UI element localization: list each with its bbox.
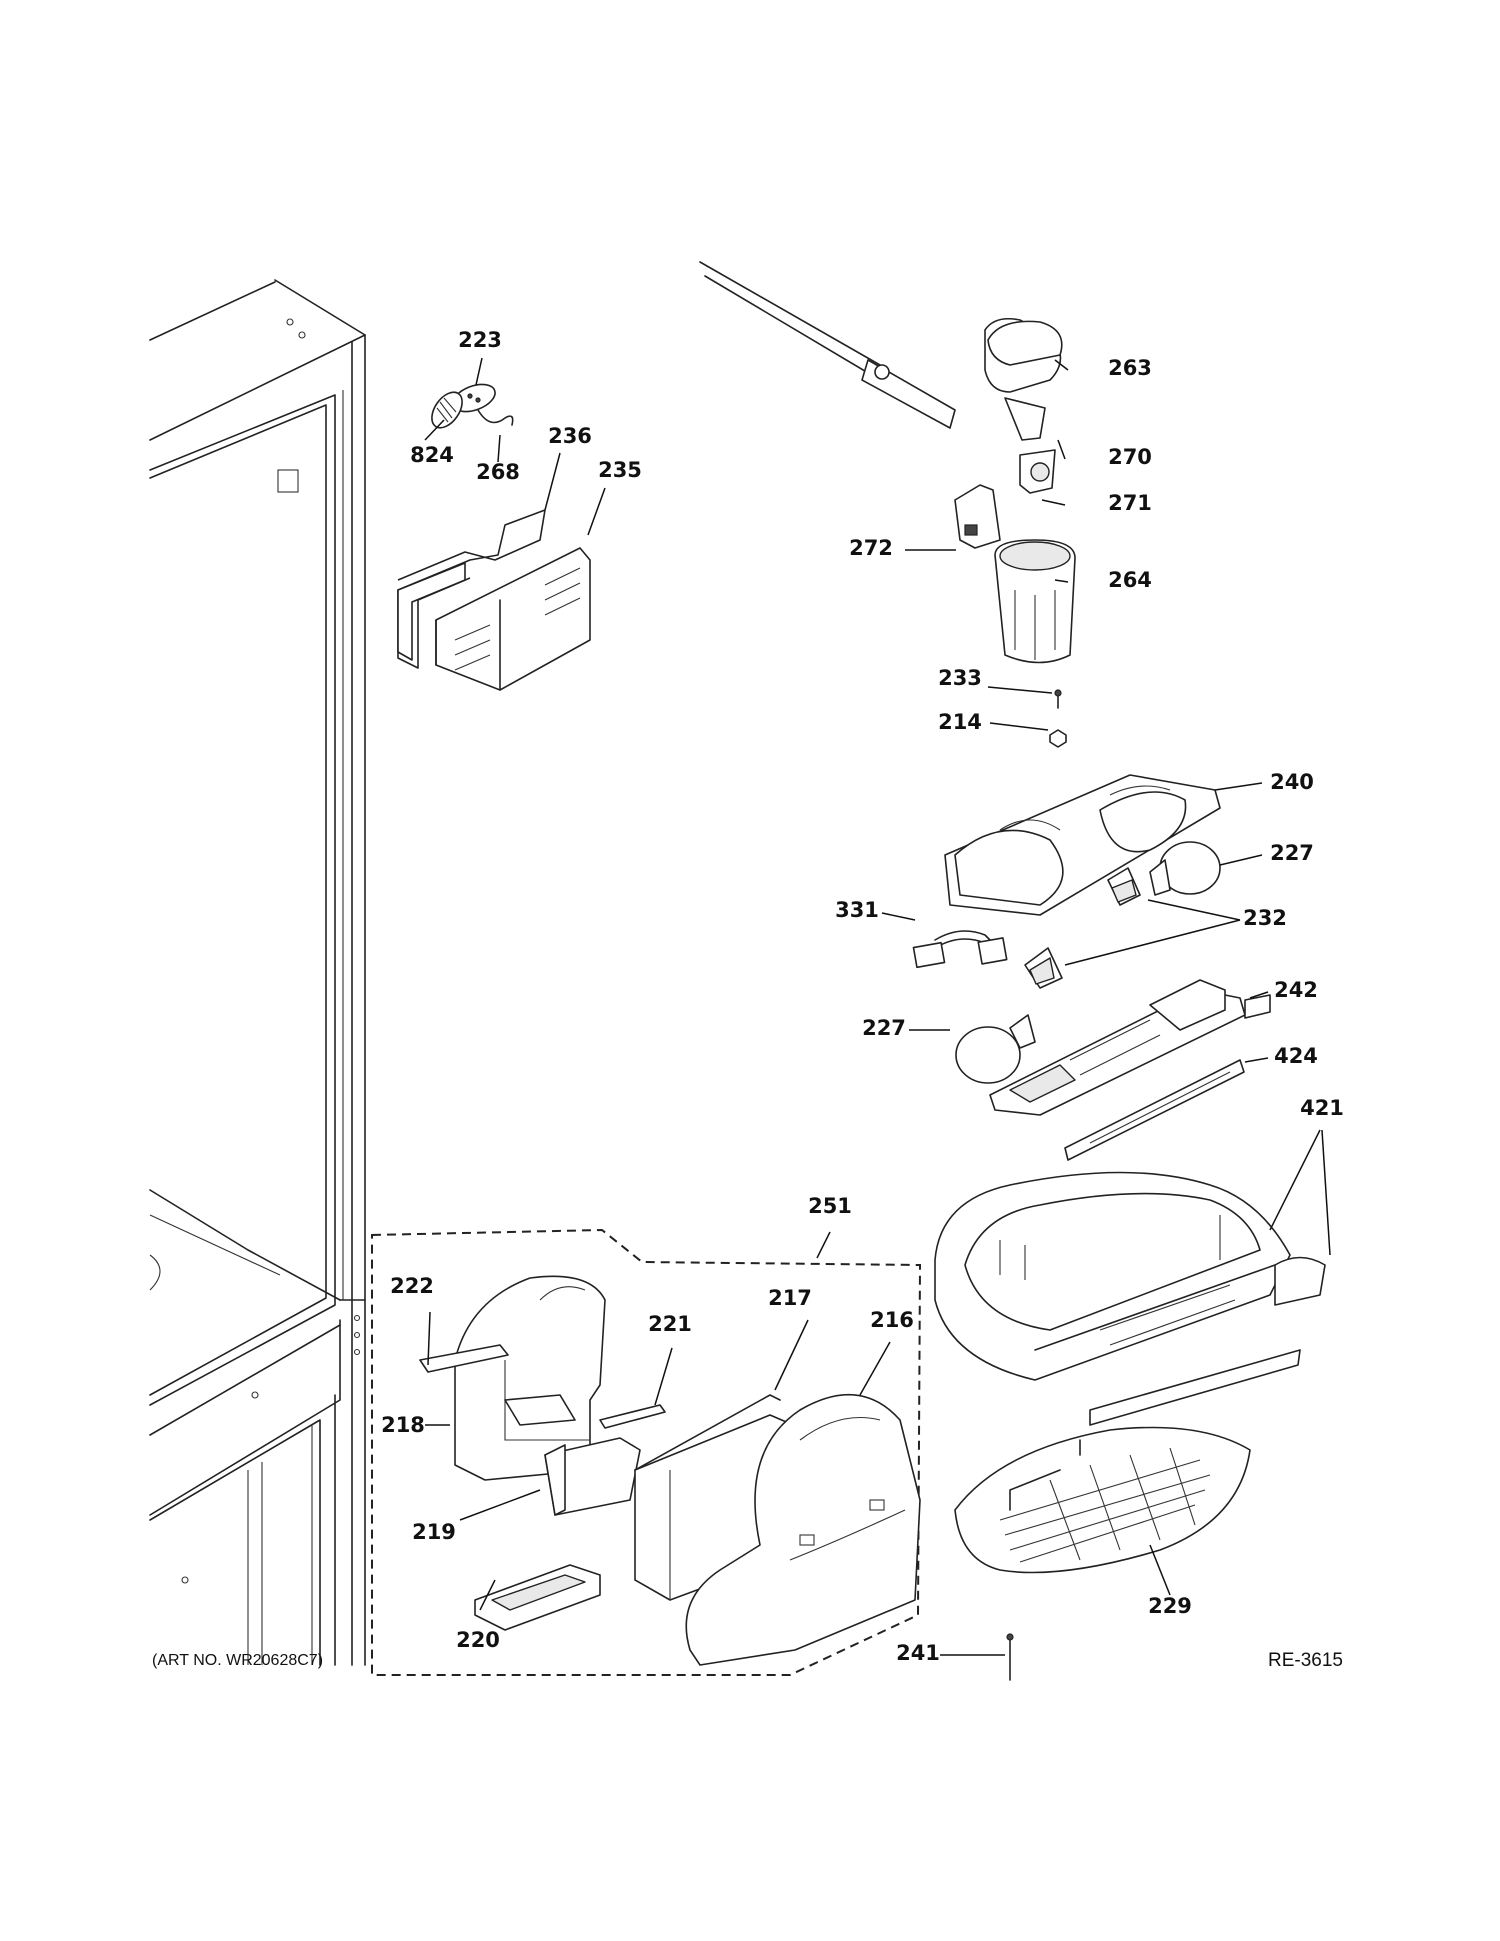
light-cover: [944, 774, 1221, 916]
bulbs-and-sockets: [912, 841, 1221, 1084]
ice-bucket-kit: [371, 1228, 922, 1676]
part-number-235: 235: [598, 458, 642, 482]
refrigerator-cabinet: [149, 279, 366, 1666]
part-number-229: 229: [1148, 1594, 1192, 1618]
part-number-219: 219: [412, 1520, 456, 1544]
part-number-223: 223: [458, 328, 502, 352]
part-number-264: 264: [1108, 568, 1152, 592]
screw-and-nut: [1049, 689, 1067, 748]
part-number-424: 424: [1274, 1044, 1318, 1068]
part-number-263: 263: [1108, 356, 1152, 380]
part-number-242: 242: [1274, 978, 1318, 1002]
part-number-240: 240: [1270, 770, 1314, 794]
part-number-214: 214: [938, 710, 982, 734]
part-number-824: 824: [410, 443, 454, 467]
part-number-236: 236: [548, 424, 592, 448]
part-number-271: 271: [1108, 491, 1152, 515]
thermistor-assembly: [431, 383, 514, 429]
part-number-251: 251: [808, 1194, 852, 1218]
part-number-217: 217: [768, 1286, 812, 1310]
dispenser-housing: [934, 1171, 1326, 1426]
part-number-227-upper: 227: [1270, 841, 1314, 865]
part-number-270: 270: [1108, 445, 1152, 469]
part-number-268: 268: [476, 460, 520, 484]
drip-tray-grille: [954, 1426, 1251, 1681]
reference-code: RE-3615: [1268, 1650, 1343, 1671]
art-number-note: (ART NO. WR20628C7): [152, 1652, 324, 1669]
part-number-221: 221: [648, 1312, 692, 1336]
dispenser-recess: [397, 509, 591, 691]
part-number-272: 272: [849, 536, 893, 560]
part-number-218: 218: [381, 1413, 425, 1437]
part-number-233: 233: [938, 666, 982, 690]
light-housing-board: [989, 979, 1271, 1161]
water-filter-assembly: [699, 261, 1076, 664]
part-number-232: 232: [1243, 906, 1287, 930]
part-number-421: 421: [1300, 1096, 1344, 1120]
leader-lines: [424, 357, 1331, 1656]
part-number-331: 331: [835, 898, 879, 922]
part-number-241: 241: [896, 1641, 940, 1665]
part-number-227-lower: 227: [862, 1016, 906, 1040]
part-number-222: 222: [390, 1274, 434, 1298]
part-number-216: 216: [870, 1308, 914, 1332]
part-number-220: 220: [456, 1628, 500, 1652]
